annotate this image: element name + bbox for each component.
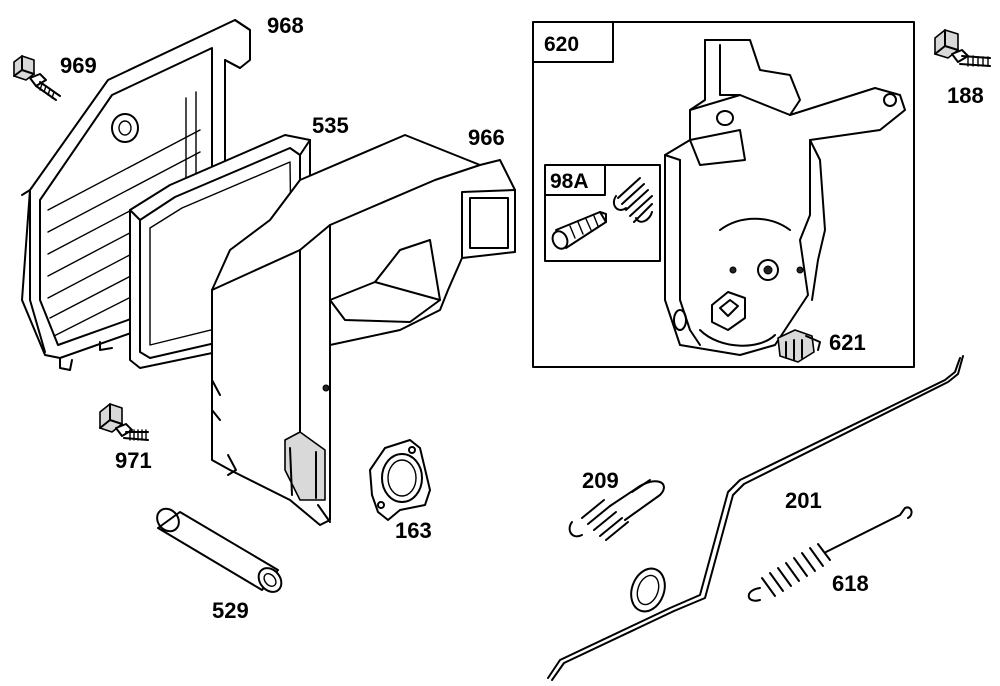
label-535: 535 [312,113,349,138]
bolt-971 [99,403,149,441]
clip-621 [777,329,821,363]
control-bracket-box-620: 620 98A [532,21,915,368]
label-201: 201 [785,488,822,513]
label-620: 620 [544,33,579,56]
label-969: 969 [60,53,97,78]
bracket-plate-620 [664,39,906,356]
spring-98a [612,177,653,223]
label-971: 971 [115,448,152,473]
spring-618 [747,506,913,602]
screw-98a [551,211,607,250]
spring-209 [568,479,665,541]
label-968: 968 [267,13,304,38]
label-529: 529 [212,598,249,623]
bolt-188 [934,29,991,67]
gasket-163 [369,439,431,521]
screw-969 [13,55,61,101]
label-163: 163 [395,518,432,543]
air-cleaner-cover-966 [211,134,516,526]
governor-rod-201 [547,355,964,681]
tube-529 [156,507,283,593]
label-621: 621 [829,330,866,355]
label-966: 966 [468,125,505,150]
label-98a: 98A [550,170,589,193]
label-618: 618 [832,571,869,596]
label-209: 209 [582,468,619,493]
label-188: 188 [947,83,984,108]
